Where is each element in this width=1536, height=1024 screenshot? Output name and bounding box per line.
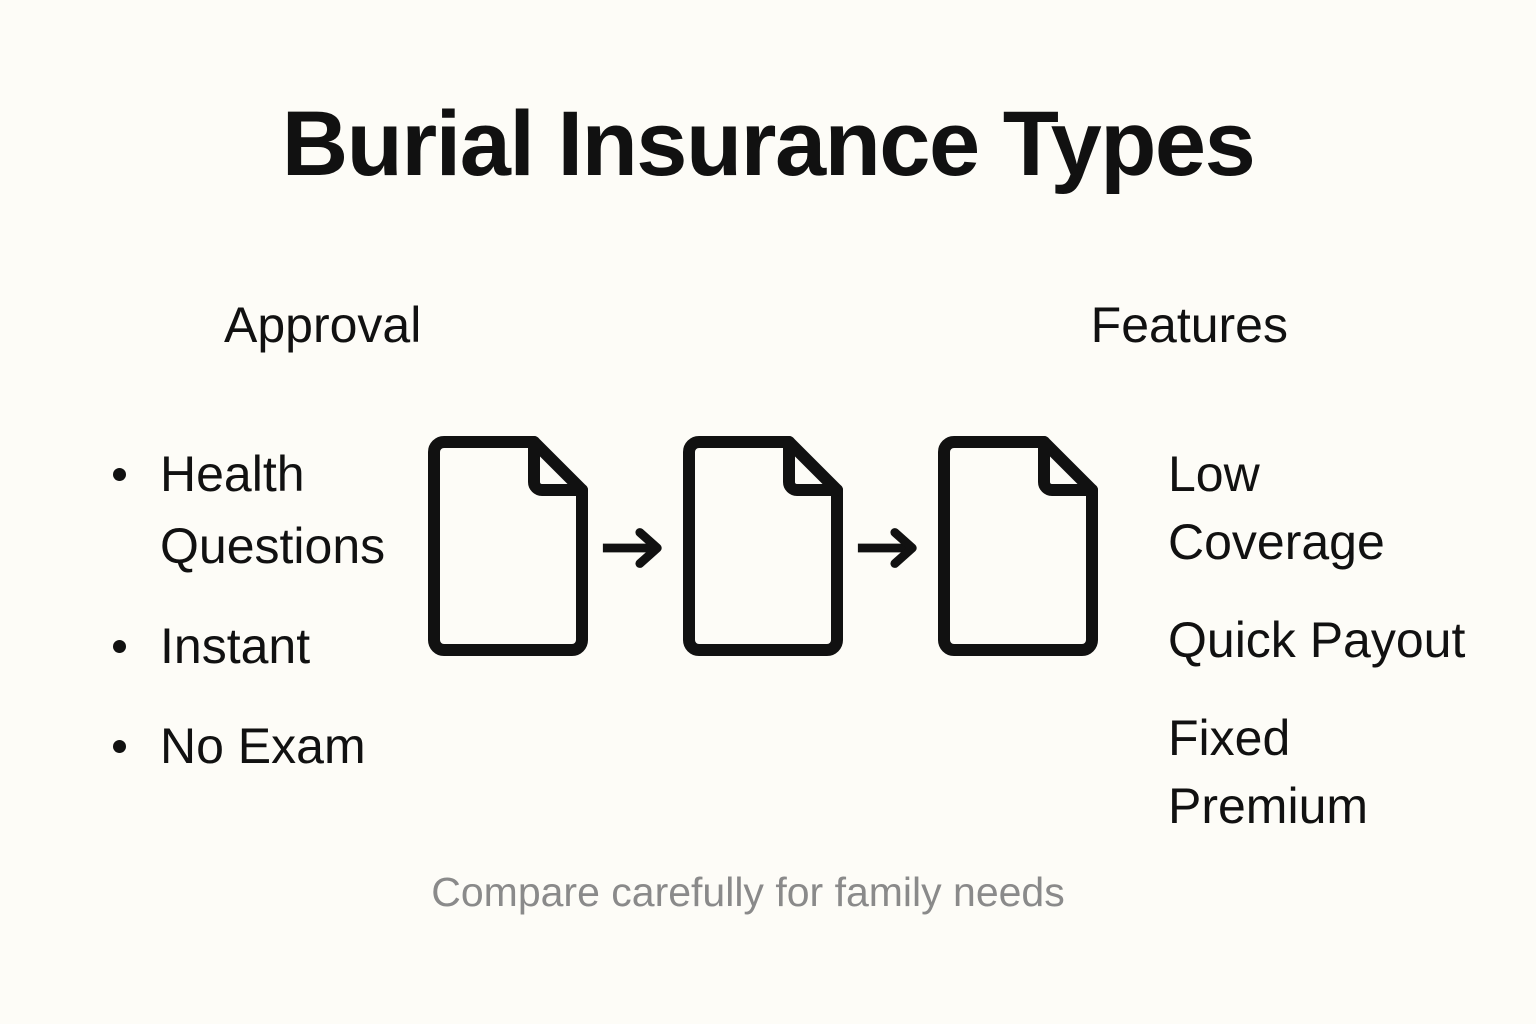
approval-list: Health Questions Instant No Exam	[104, 438, 424, 810]
list-item: Quick Payout	[1168, 612, 1466, 668]
column-header-approval: Approval	[224, 297, 422, 353]
list-item: No Exam	[104, 710, 424, 782]
bullet-dot-icon	[113, 640, 126, 653]
page-title: Burial Insurance Types	[281, 93, 1256, 195]
list-item: Fixed Premium	[1168, 710, 1369, 834]
features-list: Low Coverage Quick Payout Fixed Premium	[1168, 440, 1468, 870]
column-header-features: Features	[1090, 297, 1288, 353]
list-item: Health Questions	[104, 438, 424, 582]
bullet-dot-icon	[113, 468, 126, 481]
approval-item-label: No Exam	[160, 718, 366, 774]
list-item: Instant	[104, 610, 424, 682]
approval-item-label: Health Questions	[160, 446, 386, 574]
list-item: Low Coverage	[1168, 446, 1385, 570]
document-icon	[428, 436, 588, 656]
approval-item-label: Instant	[160, 618, 311, 674]
bullet-dot-icon	[113, 740, 126, 753]
document-icon	[683, 436, 843, 656]
document-icon	[938, 436, 1098, 656]
footer-caption: Compare carefully for family needs	[431, 869, 1065, 915]
arrow-right-icon	[857, 528, 917, 568]
document-flow-diagram	[420, 436, 1112, 660]
arrow-right-icon	[602, 528, 662, 568]
